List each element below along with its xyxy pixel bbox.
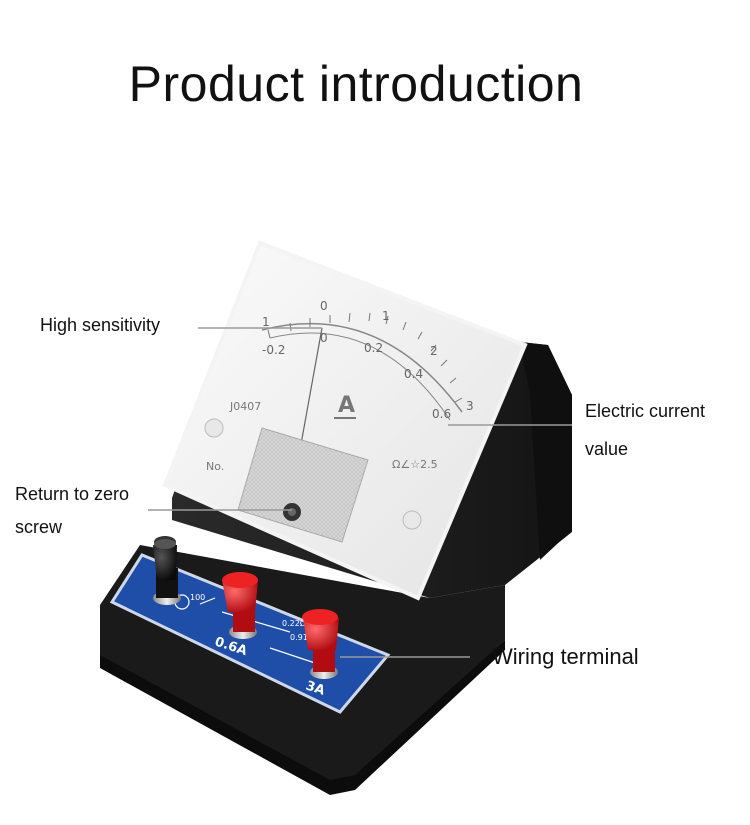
callout-high-sensitivity: High sensitivity (40, 308, 160, 342)
dial-upper-tick: 1 (262, 315, 270, 329)
page-title: Product introduction (128, 56, 584, 112)
terminal-red-06a (222, 572, 258, 639)
callout-text: screw (15, 517, 63, 537)
dial-class-mark: Ω∠☆2.5 (392, 458, 438, 471)
callout-text: Wiring terminal (492, 644, 639, 669)
dial-lower-tick: 0.4 (404, 367, 423, 381)
callout-text: value (585, 439, 629, 459)
callout-lines (148, 327, 572, 658)
callout-text: Electric current (585, 401, 706, 421)
dial-lower-tick: 0.2 (364, 341, 383, 355)
dial-no-label: No. (206, 460, 224, 473)
dial-upper-tick: 1 (382, 309, 390, 323)
terminal-red-3a (302, 609, 339, 679)
callout-electric-current: Electric current value (585, 392, 705, 468)
callout-wiring-terminal: Wiring terminal (492, 640, 639, 674)
panel-tiny-label: 100 (190, 593, 205, 602)
dial-lower-tick: 0 (320, 331, 328, 345)
callout-return-to-zero: Return to zero screw (15, 478, 129, 544)
terminal-black (153, 536, 181, 605)
dial-upper-tick: 3 (466, 399, 474, 413)
panel-tiny-label: 0.22Ω (282, 619, 306, 628)
dial-lower-tick: 0.6 (432, 407, 451, 421)
dial-upper-tick: 0 (320, 299, 328, 313)
meter-dial: 1 0 1 2 3 -0.2 0 0.2 0.4 0.6 A J0407 No.… (162, 240, 528, 601)
dial-lower-tick: -0.2 (262, 343, 285, 357)
range-label-3a: 3A (304, 679, 327, 699)
callout-text: Return to zero (15, 484, 130, 504)
callout-text: High sensitivity (40, 315, 161, 335)
dial-upper-tick: 2 (430, 344, 438, 358)
dial-model: J0407 (229, 400, 261, 413)
dial-unit: A (338, 393, 355, 418)
panel-tiny-label: 0.91 (290, 633, 308, 642)
